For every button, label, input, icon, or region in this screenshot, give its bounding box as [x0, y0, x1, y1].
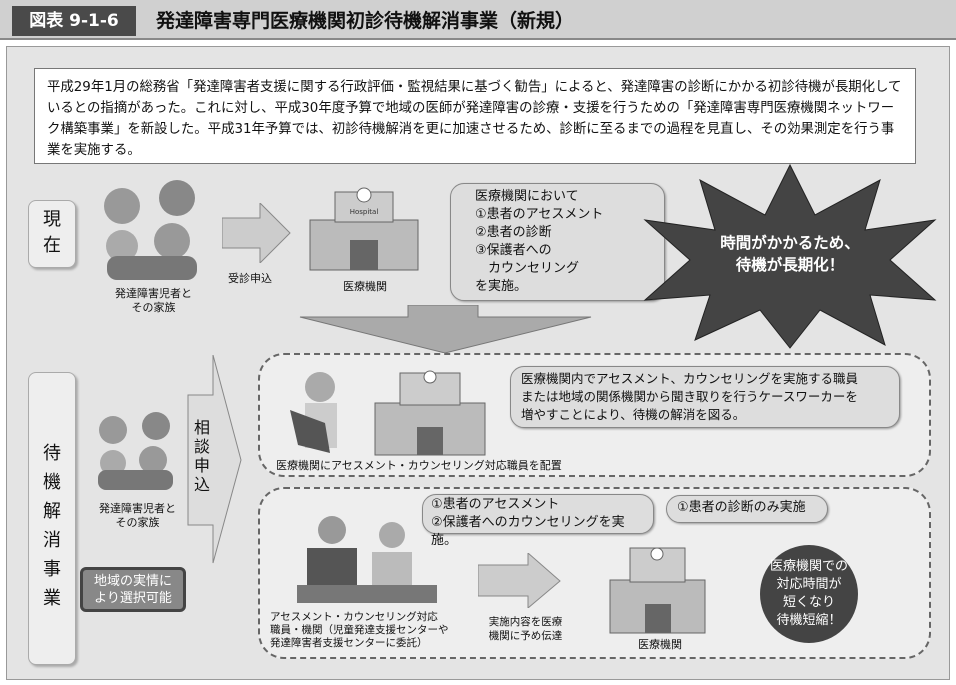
bubble-line: を実施。	[475, 279, 528, 294]
result-line: 医療機関での	[769, 559, 848, 574]
caption-line: その家族	[115, 516, 160, 529]
option2-left-bubble: ①患者のアセスメント ②保護者へのカウンセリングを実施。	[422, 494, 654, 548]
arrow-label: 受診申込	[228, 272, 272, 285]
starburst-shape	[643, 163, 937, 349]
hospital-icon: Hospital	[309, 187, 419, 271]
project-label: 待機解消事業	[28, 372, 76, 665]
arrow-down-icon	[299, 305, 592, 354]
result-circle: 医療機関での対応時間が短くなり待機短縮！	[760, 545, 858, 643]
transfer-label: 実施内容を医療機関に予め伝達	[478, 615, 573, 643]
hospital-icon	[609, 547, 706, 634]
caption-line: 実施内容を医療	[488, 616, 563, 628]
current-label: 現在	[28, 200, 76, 268]
arrow-right-icon	[222, 203, 291, 263]
bubble-line: 医療機関において	[475, 189, 579, 204]
bubble-line: カウンセリング	[475, 261, 580, 276]
hospital-sign: Hospital	[350, 208, 379, 216]
option1-bubble: 医療機関内でアセスメント、カウンセリングを実施する職員または地域の関係機関から聞…	[510, 366, 900, 428]
figure-number: 図表 9-1-6	[12, 6, 136, 36]
option1-caption: 医療機関にアセスメント・カウンセリング対応職員を配置	[276, 459, 562, 472]
staff-illustration	[297, 516, 437, 603]
family-caption: 発達障害児者とその家族	[96, 287, 211, 315]
bubble-line: ②保護者へのカウンセリングを実施。	[431, 515, 625, 548]
arrow-right-icon	[478, 553, 561, 608]
caption-line: 機関に予め伝達	[488, 630, 563, 642]
bubble-line: 増やすことにより、待機の解消を図る。	[521, 407, 746, 422]
note-line: 地域の実情に	[93, 574, 172, 589]
staff-caption: アセスメント・カウンセリング対応職員・機関（児童発達支援センターや発達障害者支援…	[270, 611, 449, 650]
bubble-line: ②患者の診断	[475, 225, 552, 240]
caption-line: アセスメント・カウンセリング対応	[270, 611, 438, 623]
header-bar	[0, 0, 956, 40]
bubble-line: または地域の関係機関から聞き取りを行うケースワーカーを	[521, 389, 858, 404]
family-illustration	[104, 180, 197, 280]
caption-line: その家族	[131, 301, 176, 314]
current-process-bubble: 医療機関において ①患者のアセスメント ②患者の診断 ③保護者への カウンセリングを実…	[450, 183, 665, 301]
note-line: より選択可能	[94, 591, 172, 606]
waiting-long-warning: 時間がかかるため、待機が長期化！	[680, 232, 900, 276]
warning-line: 待機が長期化！	[735, 256, 845, 274]
bubble-line: ①患者のアセスメント	[475, 207, 604, 222]
result-line: 対応時間が	[776, 577, 842, 592]
hospital-caption: 医療機関	[343, 280, 387, 293]
bubble-line: 医療機関内でアセスメント、カウンセリングを実施する職員	[521, 371, 859, 386]
caption-line: 発達障害児者と	[115, 287, 192, 300]
hospital-caption: 医療機関	[638, 638, 682, 651]
option2-right-bubble: ①患者の診断のみ実施	[666, 495, 828, 523]
result-line: 短くなり	[782, 595, 835, 610]
bubble-line: ③保護者への	[475, 243, 552, 258]
family-illustration	[98, 412, 173, 490]
bubble-line: ①患者のアセスメント	[431, 497, 560, 512]
choice-note: 地域の実情により選択可能	[80, 567, 186, 612]
caption-line: 職員・機関（児童発達支援センターや	[270, 624, 449, 636]
caption-line: 発達障害者支援センターに委託）	[270, 637, 428, 649]
family-caption: 発達障害児者とその家族	[85, 502, 190, 530]
warning-line: 時間がかかるため、	[720, 234, 860, 252]
intro-text: 平成29年1月の総務省「発達障害者支援に関する行政評価・監視結果に基づく勧告」に…	[34, 68, 916, 164]
caption-line: 発達障害児者と	[99, 502, 176, 515]
result-line: 待機短縮！	[776, 613, 842, 628]
consult-arrow-icon	[187, 355, 242, 564]
consult-label: 相談申込	[194, 418, 211, 494]
page-title: 発達障害専門医療機関初診待機解消事業（新規）	[156, 10, 575, 32]
staff-hospital-illustration	[290, 370, 486, 456]
